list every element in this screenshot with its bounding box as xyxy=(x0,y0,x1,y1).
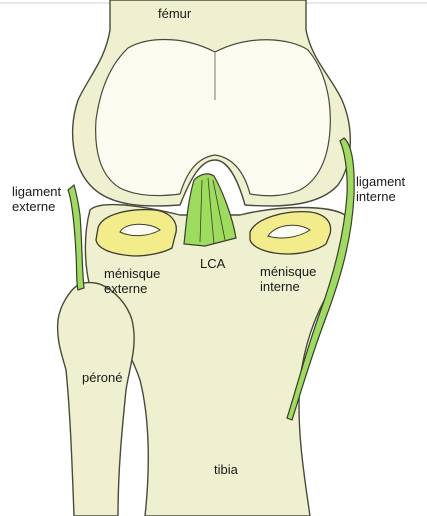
lca-fiber-3 xyxy=(212,179,226,241)
lca-shape xyxy=(183,173,237,247)
femur-cartilage xyxy=(95,38,331,197)
ligament-interne-shape xyxy=(286,137,355,421)
label-ligament-externe: ligament externe xyxy=(12,184,62,214)
lca-fiber-2 xyxy=(207,177,215,245)
label-lca: LCA xyxy=(200,256,226,271)
label-menisque-externe: ménisque externe xyxy=(104,266,161,296)
menisque-externe-inner xyxy=(119,223,161,237)
label-femur: fémur xyxy=(158,6,192,21)
label-perone: péroné xyxy=(82,370,123,385)
label-ligament-interne: ligament interne xyxy=(356,174,406,204)
ligament-externe-shape xyxy=(67,183,85,291)
perone-bone xyxy=(56,281,135,516)
lca-fiber-1 xyxy=(199,179,203,243)
label-tibia: tibia xyxy=(214,462,238,477)
menisque-interne-inner xyxy=(267,224,311,239)
label-menisque-interne: ménisque interne xyxy=(260,264,317,294)
